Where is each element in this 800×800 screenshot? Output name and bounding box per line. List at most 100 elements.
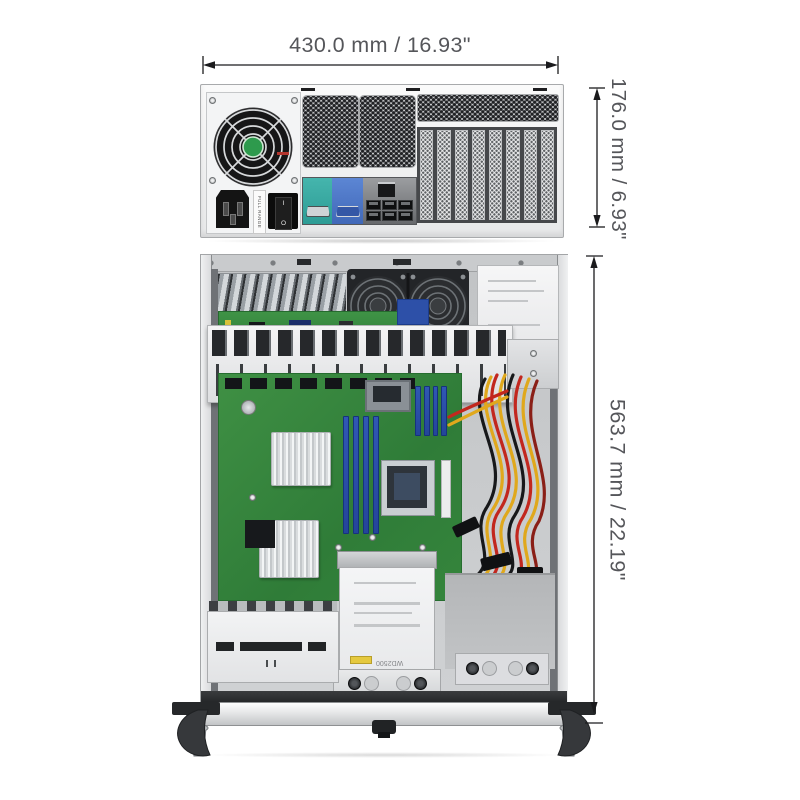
switch-on-mark: I: [282, 200, 285, 207]
cpu-socket-secondary-cover: [373, 386, 401, 402]
latch-slot: [301, 88, 315, 91]
latch-slot: [406, 88, 420, 91]
dimm-slot: [363, 416, 369, 534]
mb-capacitor: [249, 494, 256, 501]
bracket-screw: [526, 662, 539, 675]
fan-control-board: [397, 299, 429, 325]
hdd-body: WD2500: [339, 567, 435, 673]
serial-port-block: [303, 178, 332, 224]
psu-module: FULL RANGE I O: [206, 92, 301, 234]
cpu-socket-cover: [394, 473, 420, 500]
lan-port: [378, 182, 395, 197]
psu-screw: [209, 177, 216, 184]
ac-inlet-pin: [223, 202, 229, 216]
slot-cover: [540, 130, 554, 220]
extension-screw: [530, 350, 537, 357]
cmos-battery: [241, 400, 256, 415]
rear-view-shadow: [204, 238, 558, 244]
chassis-feet: [172, 702, 596, 757]
psu-label-line: [488, 280, 536, 282]
latch-slot: [533, 88, 547, 91]
slot-cover: [454, 130, 468, 220]
psu-label-line: [488, 324, 540, 326]
usb-port: [382, 211, 397, 221]
top-vent-strip: [417, 94, 559, 122]
dimm-slot: [415, 386, 421, 436]
usb-port: [398, 211, 413, 221]
psu-screw: [291, 177, 298, 184]
fan-vent-right: [359, 95, 416, 168]
psu-label-line: [488, 300, 528, 302]
rear-latch-cutout: [297, 259, 311, 265]
psu-full-range-label: FULL RANGE: [253, 190, 266, 234]
slot-cover: [523, 130, 537, 220]
bracket-hole: [482, 661, 497, 676]
ac-inlet-pin: [230, 214, 236, 225]
dimm-slot: [441, 386, 447, 436]
pcie-slot: [441, 460, 451, 518]
psu-fan-grille: [213, 107, 293, 187]
cage-slot: [308, 642, 326, 651]
usb-port: [382, 200, 397, 210]
power-switch-rocker: I O: [275, 197, 292, 230]
bracket-hole: [364, 676, 379, 691]
chipset-chip: [245, 520, 275, 548]
fan-vent-left: [302, 95, 359, 168]
usb-lan-block: [363, 178, 416, 224]
heatsink: [271, 432, 331, 486]
cage-pin: [274, 660, 276, 667]
mb-capacitor: [419, 544, 426, 551]
ac-power-inlet: [216, 190, 249, 228]
dim-width-label: 430.0 mm / 16.93": [289, 33, 471, 57]
side-rail-right: [550, 269, 557, 693]
usb-port: [366, 211, 381, 221]
psu-screw: [209, 97, 216, 104]
mb-capacitor: [335, 544, 342, 551]
rear-view: FULL RANGE I O: [200, 84, 564, 238]
bracket-screw: [414, 677, 427, 690]
psu-screw: [291, 97, 298, 104]
pci-connector-row: [225, 378, 415, 389]
bar-notch-row: [212, 330, 506, 356]
slot-cover: [471, 130, 485, 220]
hdd-label-line: [354, 624, 420, 627]
hdd-label-line: [354, 582, 416, 584]
io-shield: [302, 177, 417, 225]
slot-cover: [489, 130, 503, 220]
extension-screw: [530, 370, 537, 377]
usb-port: [398, 200, 413, 210]
power-switch: I O: [268, 193, 298, 230]
cpu-socket: [381, 460, 435, 516]
rear-latch-cutout: [393, 259, 411, 265]
switch-off-mark: O: [280, 220, 287, 227]
ac-inlet-pin: [237, 202, 243, 216]
bar-extension: [507, 339, 559, 389]
dimm-slot: [373, 416, 379, 534]
cage-slot: [240, 642, 302, 651]
usb-port: [366, 200, 381, 210]
dimm-bank-a: [343, 416, 379, 534]
drive-cage: [207, 611, 339, 683]
dimm-slot: [432, 386, 439, 436]
hdd-label-line: [354, 612, 412, 614]
bracket-screw: [348, 677, 361, 690]
dim-rear-height-label: 176.0 mm / 6.93": [607, 78, 630, 240]
top-internal-view: WD2500: [200, 254, 568, 708]
dimm-bank-b: [415, 386, 447, 436]
hdd-sticker: [350, 656, 372, 664]
mount-bracket-right: [455, 653, 549, 685]
hdd-label-line: [354, 602, 420, 605]
bracket-screw: [466, 662, 479, 675]
drive-cage-clips: [209, 601, 337, 613]
dim-depth-label: 563.7 mm / 22.19": [605, 399, 630, 581]
mb-capacitor: [369, 534, 376, 541]
slot-cover: [437, 130, 451, 220]
expansion-slot-area: [417, 127, 557, 223]
side-wall-right: [557, 255, 568, 707]
dimm-slot: [423, 386, 430, 436]
bracket-hole: [508, 661, 523, 676]
front-bar-shadow: [200, 752, 570, 758]
side-rail-left: [211, 269, 218, 693]
